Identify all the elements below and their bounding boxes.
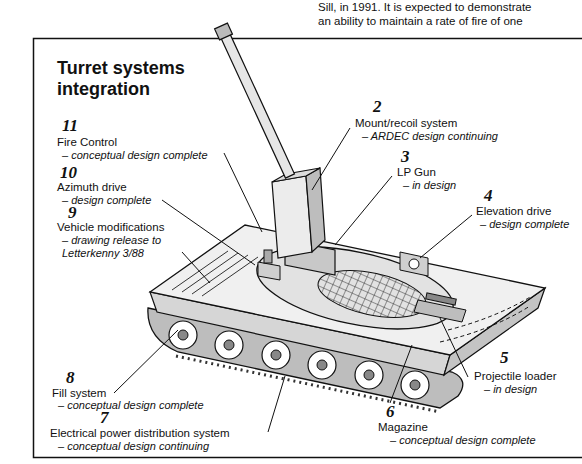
status-note: – in design xyxy=(403,179,456,192)
callout-number: 9 xyxy=(68,203,77,223)
figure-title: Turret systems integration xyxy=(57,58,207,100)
leader-line xyxy=(182,252,210,283)
status-note: – conceptual design complete xyxy=(62,149,208,162)
mount-front xyxy=(272,176,312,258)
part-name: Projectile loader xyxy=(474,370,556,384)
fire-control-sight xyxy=(258,250,280,280)
sight-box xyxy=(258,262,280,280)
part-name: Fire Control xyxy=(57,136,117,150)
gun-barrel xyxy=(221,33,295,178)
leader-line xyxy=(312,128,350,190)
callout-number: 4 xyxy=(484,186,493,206)
projectile-loader xyxy=(414,293,466,322)
road-wheel xyxy=(215,331,243,359)
callout-number: 6 xyxy=(386,402,395,422)
frame-border xyxy=(34,39,582,458)
part-name: Azimuth drive xyxy=(57,181,127,195)
part-name: Vehicle modifications xyxy=(57,221,164,235)
leader-line xyxy=(420,215,472,258)
wheel-hub xyxy=(317,360,327,370)
status-note: – conceptual design complete xyxy=(58,399,204,412)
callout-number: 5 xyxy=(500,348,509,368)
part-name: LP Gun xyxy=(397,166,436,180)
part-name: Elevation drive xyxy=(476,205,551,219)
leader-line xyxy=(390,345,412,403)
body-text: an ability to maintain a rate of fire of… xyxy=(318,15,523,29)
part-name: Fill system xyxy=(52,387,106,401)
callout-number: 7 xyxy=(100,408,109,428)
callout-number: 8 xyxy=(66,368,75,388)
leader-line xyxy=(335,176,392,245)
road-wheel xyxy=(262,341,290,369)
leader-line xyxy=(268,376,285,432)
callout-number: 3 xyxy=(401,147,410,167)
body-text: Sill, in 1991. It is expected to demonst… xyxy=(318,1,532,15)
grille-line xyxy=(202,257,258,296)
status-note: – in design xyxy=(484,383,537,396)
status-note: – ARDEC design continuing xyxy=(362,130,498,143)
grille-line xyxy=(182,253,238,292)
status-note: – conceptual design complete xyxy=(390,434,536,447)
mount-side xyxy=(306,168,325,252)
grille-line xyxy=(192,255,248,294)
leader-lines xyxy=(114,128,472,432)
wheel-hub xyxy=(178,330,188,340)
wheel-hub xyxy=(364,370,374,380)
callout-number: 11 xyxy=(62,116,78,136)
status-note: – conceptual design continuing xyxy=(58,440,209,453)
callout-number: 10 xyxy=(60,163,77,183)
elevation-drive xyxy=(400,252,428,276)
callout-number: 2 xyxy=(373,97,382,117)
part-name: Mount/recoil system xyxy=(355,117,457,131)
status-note: – drawing release to Letterkenny 3/88 xyxy=(62,234,182,260)
hull-deck xyxy=(150,225,545,355)
mount-top xyxy=(272,168,320,182)
leader-line xyxy=(162,200,255,265)
muzzle xyxy=(215,23,233,40)
wheel-hub xyxy=(410,380,420,390)
leader-line xyxy=(114,330,178,393)
wheel-hub xyxy=(271,350,281,360)
gearbox xyxy=(400,252,428,276)
part-name: Magazine xyxy=(378,421,428,435)
road-wheel xyxy=(355,361,383,389)
gear xyxy=(409,259,419,269)
road-wheel xyxy=(308,351,336,379)
part-name: Electrical power distribution system xyxy=(50,427,230,441)
leader-line xyxy=(440,318,468,377)
periscope xyxy=(264,250,272,263)
wheel-hub xyxy=(224,340,234,350)
road-wheel xyxy=(401,371,429,399)
status-note: – design complete xyxy=(480,218,569,231)
leader-line xyxy=(224,153,262,232)
projectile xyxy=(426,293,457,305)
